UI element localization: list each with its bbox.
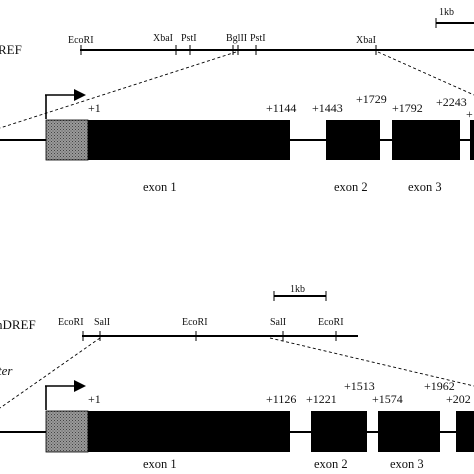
restriction-site-label: PstI xyxy=(250,33,266,44)
panel-a-site-ticks xyxy=(80,45,377,55)
panel-b-sites: EcoRI SalI EcoRI SalI EcoRI xyxy=(58,317,344,328)
panel-a: REF 1kb EcoRI XbaI PstI BglII PstI XbaI xyxy=(0,7,474,194)
panel-b-scale-label: 1kb xyxy=(290,284,305,295)
panel-b-exon3-box xyxy=(378,411,440,452)
coordinate-label: +1443 xyxy=(312,101,343,115)
panel-a-scale-label: 1kb xyxy=(439,7,454,18)
panel-a-scale-bar: 1kb xyxy=(435,7,474,28)
panel-a-exon-labels: exon 1 exon 2 exon 3 xyxy=(143,180,442,194)
restriction-site-label: BglII xyxy=(226,33,247,44)
panel-b: nDREF ter 1kb EcoRI SalI EcoRI SalI EcoR… xyxy=(0,284,474,471)
panel-b-zoom-line-right xyxy=(269,337,474,387)
panel-a-coordinates: +1 +1144 +1443 +1729 +1792 +2243 + xyxy=(88,92,473,121)
coordinate-label: +1 xyxy=(88,101,101,115)
coordinate-label: +1962 xyxy=(424,379,455,393)
panel-a-promoter-arrow xyxy=(45,89,86,119)
panel-b-exon1-box xyxy=(88,411,290,452)
panel-a-exon4-box xyxy=(470,120,474,160)
panel-a-sites: EcoRI XbaI PstI BglII PstI XbaI xyxy=(68,33,376,46)
panel-b-exon-labels: exon 1 exon 2 exon 3 xyxy=(143,457,424,471)
exon-label: exon 3 xyxy=(408,180,442,194)
coordinate-label: +1126 xyxy=(266,392,296,406)
coordinate-label: +1729 xyxy=(356,92,387,106)
exon-label: exon 2 xyxy=(334,180,368,194)
panel-a-exon3-box xyxy=(392,120,460,160)
coordinate-label: + xyxy=(466,107,473,121)
coordinate-label: +202 xyxy=(446,392,471,406)
restriction-site-label: PstI xyxy=(181,33,197,44)
restriction-site-label: EcoRI xyxy=(68,35,94,46)
panel-a-exon1-box xyxy=(88,120,290,160)
panel-b-scale-bar: 1kb xyxy=(273,284,327,301)
coordinate-label: +1513 xyxy=(344,379,375,393)
coordinate-label: +1574 xyxy=(372,392,403,406)
panel-a-zoom-line-left xyxy=(0,51,237,129)
exon-label: exon 3 xyxy=(390,457,424,471)
coordinate-label: +1 xyxy=(88,392,101,406)
coordinate-label: +1144 xyxy=(266,101,296,115)
coordinate-label: +1792 xyxy=(392,101,423,115)
restriction-site-label: EcoRI xyxy=(318,317,344,328)
restriction-site-label: XbaI xyxy=(153,33,173,44)
restriction-site-label: SalI xyxy=(270,317,286,328)
restriction-site-label: SalI xyxy=(94,317,110,328)
coordinate-label: +2243 xyxy=(436,95,467,109)
panel-b-promoter-label: ter xyxy=(0,363,13,378)
panel-b-promoter-arrow xyxy=(45,380,86,410)
restriction-site-label: XbaI xyxy=(356,35,376,46)
exon-label: exon 1 xyxy=(143,457,177,471)
exon-label: exon 1 xyxy=(143,180,177,194)
panel-a-exon2-box xyxy=(326,120,380,160)
panel-b-exon4-box xyxy=(456,411,474,452)
panel-b-utr-box xyxy=(45,410,89,453)
panel-b-coordinates: +1 +1126 +1221 +1513 +1574 +1962 +202 xyxy=(88,379,471,406)
panel-a-gene-label: REF xyxy=(0,42,22,57)
panel-b-exon2-box xyxy=(311,411,367,452)
restriction-site-label: EcoRI xyxy=(182,317,208,328)
panel-a-zoom-line-right xyxy=(377,51,474,96)
panel-b-zoom-line-left xyxy=(0,337,101,409)
panel-a-utr-box xyxy=(45,119,89,161)
exon-label: exon 2 xyxy=(314,457,348,471)
restriction-site-label: EcoRI xyxy=(58,317,84,328)
coordinate-label: +1221 xyxy=(306,392,337,406)
panel-b-gene-label: nDREF xyxy=(0,317,36,332)
panel-b-site-ticks xyxy=(82,331,337,341)
